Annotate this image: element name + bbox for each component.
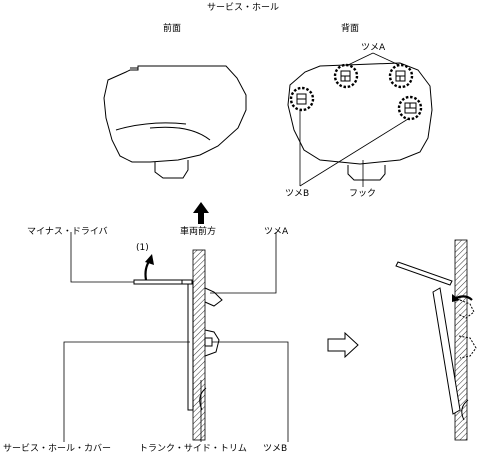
cover-back-view xyxy=(287,62,433,181)
claw-a-callout-top: ツメA xyxy=(361,43,386,53)
leader-lines-top xyxy=(299,52,409,187)
screwdriver-right[interactable] xyxy=(395,261,453,286)
claw-marker-icon xyxy=(289,63,423,121)
trim-cross-section xyxy=(192,249,206,441)
rotation-arrow-icon xyxy=(144,254,154,281)
cover-callout: サービス・ホール・カバー xyxy=(3,444,112,454)
vehicle-forward-arrow-icon xyxy=(193,202,209,224)
diagram-title: サービス・ホール xyxy=(207,3,280,13)
trim-callout: トランク・サイド・トリム xyxy=(139,444,247,454)
back-view-label: 背面 xyxy=(341,24,360,34)
pry-arrow-icon xyxy=(452,294,473,302)
next-step-arrow-icon xyxy=(327,331,359,359)
trim-cross-section-right xyxy=(454,239,468,441)
screwdriver-callout: マイナス・ドライバ xyxy=(27,227,108,237)
claw-detail-icon xyxy=(296,70,417,114)
cover-front-view xyxy=(103,65,247,179)
leader-lines-bottom xyxy=(63,232,289,442)
claw-b-callout-top: ツメB xyxy=(285,189,310,199)
front-view-label: 前面 xyxy=(163,24,182,34)
step-number-label: (1) xyxy=(136,243,149,253)
claw-b-callout: ツメB xyxy=(263,444,288,454)
hook-callout: フック xyxy=(349,189,377,199)
cover-removed-view xyxy=(432,287,477,421)
vehicle-forward-label: 車両前方 xyxy=(180,227,217,237)
screwdriver[interactable] xyxy=(133,279,193,285)
